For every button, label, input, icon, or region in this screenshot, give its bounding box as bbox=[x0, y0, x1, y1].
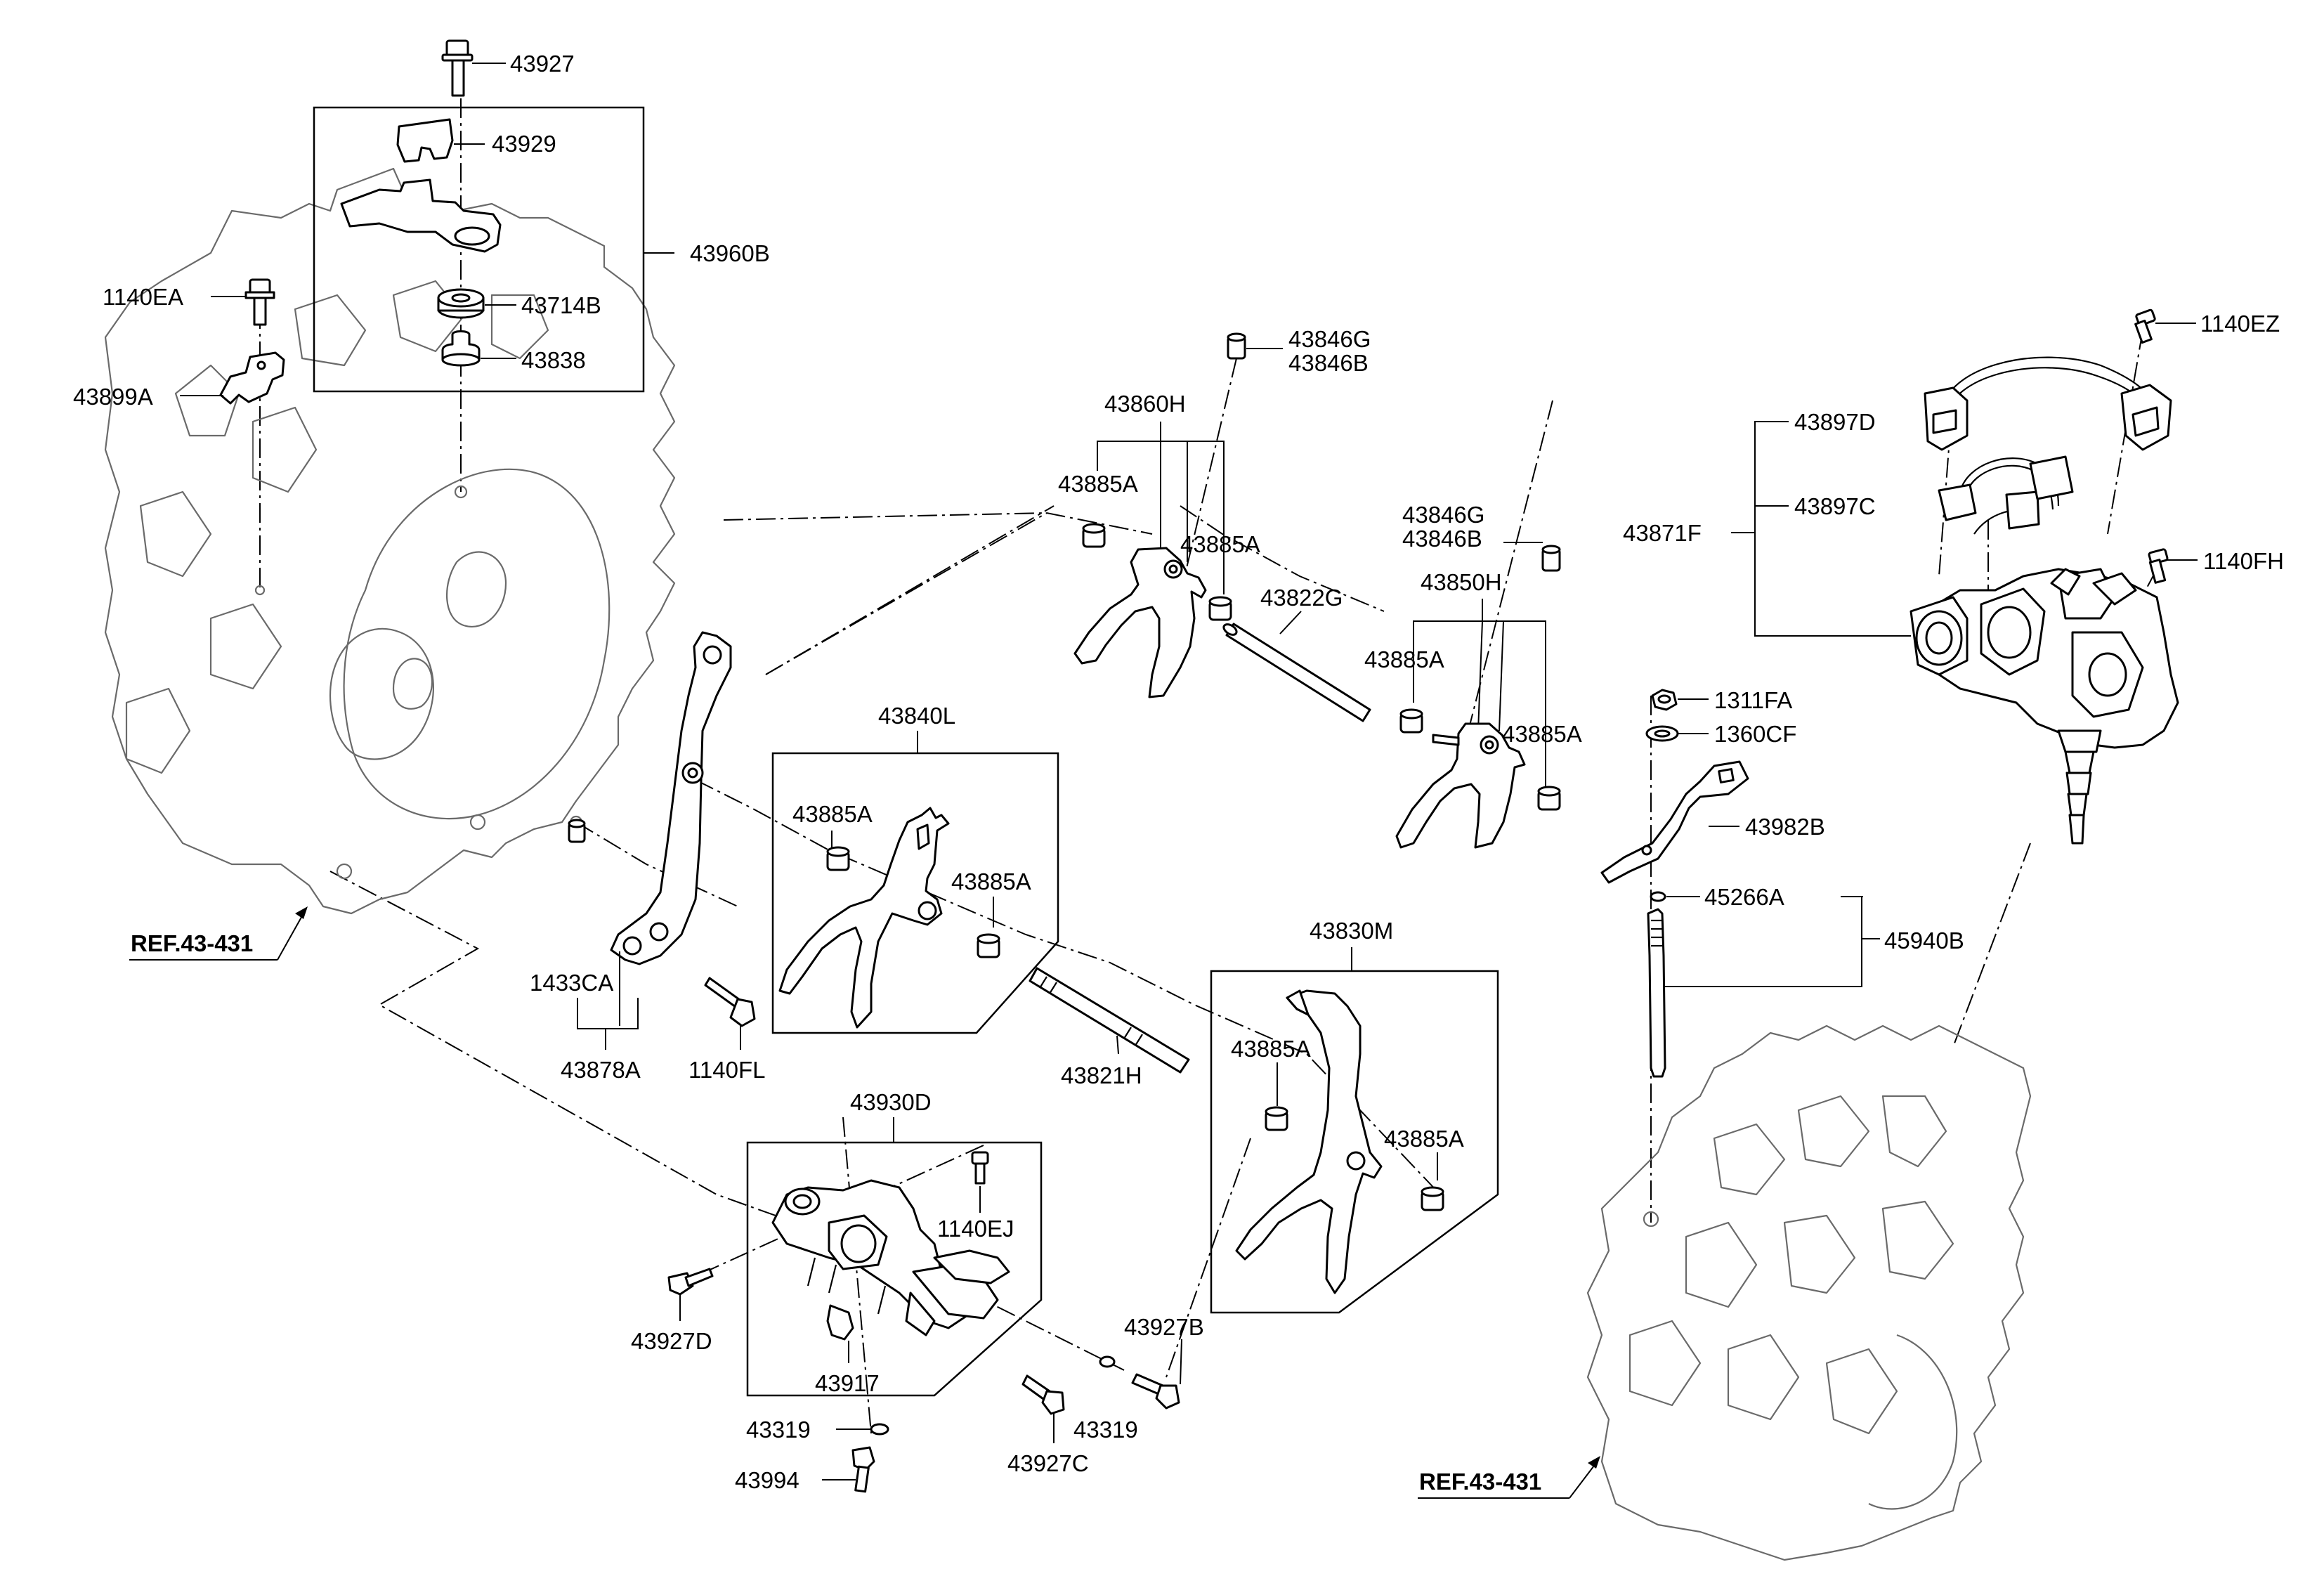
shift-unit-43930d bbox=[746, 1117, 1043, 1397]
ref-leader-right bbox=[1418, 1456, 1600, 1499]
label-43930d: 43930D bbox=[850, 1089, 932, 1115]
label-43714b: 43714B bbox=[521, 292, 601, 318]
label-1140fl: 1140FL bbox=[688, 1057, 765, 1083]
nut-1311fa bbox=[1651, 689, 1709, 711]
label-43929: 43929 bbox=[492, 131, 556, 157]
label-43830m: 43830M bbox=[1310, 918, 1393, 944]
pin-43846-lower bbox=[1503, 542, 1561, 572]
label-43860h: 43860H bbox=[1104, 391, 1186, 417]
lever-43982b bbox=[1600, 760, 1749, 884]
bolt-1140ez bbox=[2134, 308, 2196, 344]
label-43897d: 43897D bbox=[1794, 409, 1876, 435]
label-ref-left: REF.43-431 bbox=[131, 930, 253, 956]
label-43319-1: 43319 bbox=[746, 1417, 811, 1443]
part-labels: 43927 43929 43960B 43714B 43838 1140EA 4… bbox=[73, 51, 2284, 1495]
bolt-43994 bbox=[822, 1446, 875, 1493]
label-1140ez: 1140EZ bbox=[2200, 311, 2280, 337]
bracket-43878a bbox=[577, 631, 732, 1050]
label-43846b-1: 43846B bbox=[1288, 350, 1369, 376]
label-ref-right: REF.43-431 bbox=[1419, 1469, 1541, 1495]
label-43885a-5: 43885A bbox=[792, 801, 873, 827]
washer-43319-a bbox=[1099, 1355, 1116, 1368]
actuator-43871f bbox=[1731, 356, 2179, 845]
oring-45266a bbox=[1650, 891, 1700, 902]
label-45266a: 45266A bbox=[1704, 884, 1784, 910]
label-43885a-2: 43885A bbox=[1180, 531, 1260, 557]
fork-43830m bbox=[1210, 947, 1499, 1314]
bolt-43927d bbox=[667, 1268, 714, 1321]
label-1140ej: 1140EJ bbox=[937, 1216, 1014, 1242]
fork-43850h bbox=[1395, 599, 1561, 849]
label-43960b: 43960B bbox=[690, 240, 770, 266]
label-43885a-4: 43885A bbox=[1502, 721, 1582, 747]
transmission-case-left bbox=[104, 167, 676, 915]
label-43850h: 43850H bbox=[1421, 569, 1502, 595]
label-43899a: 43899A bbox=[73, 384, 153, 410]
ref-leader-left bbox=[129, 906, 308, 961]
label-43982b: 43982B bbox=[1745, 814, 1825, 840]
label-43846g-2: 43846G bbox=[1402, 502, 1484, 528]
washer-1360cf bbox=[1645, 725, 1709, 742]
bushing-43714b bbox=[437, 288, 516, 319]
fork-43860h bbox=[1073, 422, 1232, 698]
label-1140fh: 1140FH bbox=[2203, 548, 2284, 574]
label-43846g-1: 43846G bbox=[1288, 326, 1371, 352]
bolt-1140fl bbox=[704, 977, 756, 1050]
bolt-43927c bbox=[1021, 1374, 1065, 1443]
pin-43846-upper bbox=[1227, 332, 1283, 360]
label-43885a-8: 43885A bbox=[1384, 1126, 1464, 1152]
label-43927d: 43927D bbox=[631, 1328, 712, 1354]
washer-43319-b bbox=[836, 1423, 889, 1436]
label-45940b: 45940B bbox=[1884, 928, 1964, 954]
label-43927c: 43927C bbox=[1007, 1450, 1089, 1476]
label-43897c: 43897C bbox=[1794, 493, 1876, 519]
shaft-43822g bbox=[1222, 611, 1371, 722]
bolt-1140fh bbox=[2148, 548, 2198, 584]
label-43885a-6: 43885A bbox=[951, 868, 1031, 894]
connector-43897c bbox=[1938, 483, 1977, 521]
label-43822g: 43822G bbox=[1260, 585, 1343, 611]
transmission-case-right bbox=[1586, 1024, 2032, 1561]
label-43885a-7: 43885A bbox=[1231, 1036, 1311, 1062]
bolt-43927 bbox=[441, 39, 506, 97]
label-43871f: 43871F bbox=[1623, 520, 1702, 546]
clip-43929 bbox=[396, 118, 485, 163]
label-1433ca: 1433CA bbox=[530, 970, 613, 996]
shaft-43821h bbox=[1029, 967, 1190, 1074]
cap-43838 bbox=[441, 330, 516, 367]
shaft-45940b bbox=[1647, 896, 1880, 1078]
label-43927b: 43927B bbox=[1124, 1314, 1204, 1340]
fork-43840l bbox=[771, 731, 1059, 1034]
label-1311fa: 1311FA bbox=[1714, 687, 1792, 713]
pin-1433ca bbox=[568, 819, 586, 843]
label-1360cf: 1360CF bbox=[1714, 721, 1796, 747]
label-43994: 43994 bbox=[735, 1467, 799, 1493]
bracket-43899a bbox=[180, 351, 285, 405]
assembly-43960b bbox=[313, 39, 674, 393]
bolt-43927b bbox=[1131, 1339, 1182, 1410]
label-1140ea: 1140EA bbox=[103, 284, 183, 310]
label-43885a-3: 43885A bbox=[1364, 646, 1444, 672]
label-43821h: 43821H bbox=[1061, 1062, 1142, 1088]
label-43878a: 43878A bbox=[561, 1057, 641, 1083]
label-43838: 43838 bbox=[521, 347, 586, 373]
label-43927: 43927 bbox=[510, 51, 575, 77]
label-43885a-1: 43885A bbox=[1058, 471, 1138, 497]
label-43840l: 43840L bbox=[878, 703, 955, 729]
label-43319-2: 43319 bbox=[1073, 1417, 1138, 1443]
bolt-1140ea bbox=[211, 278, 275, 326]
label-43917: 43917 bbox=[815, 1370, 880, 1396]
label-43846b-2: 43846B bbox=[1402, 526, 1482, 552]
